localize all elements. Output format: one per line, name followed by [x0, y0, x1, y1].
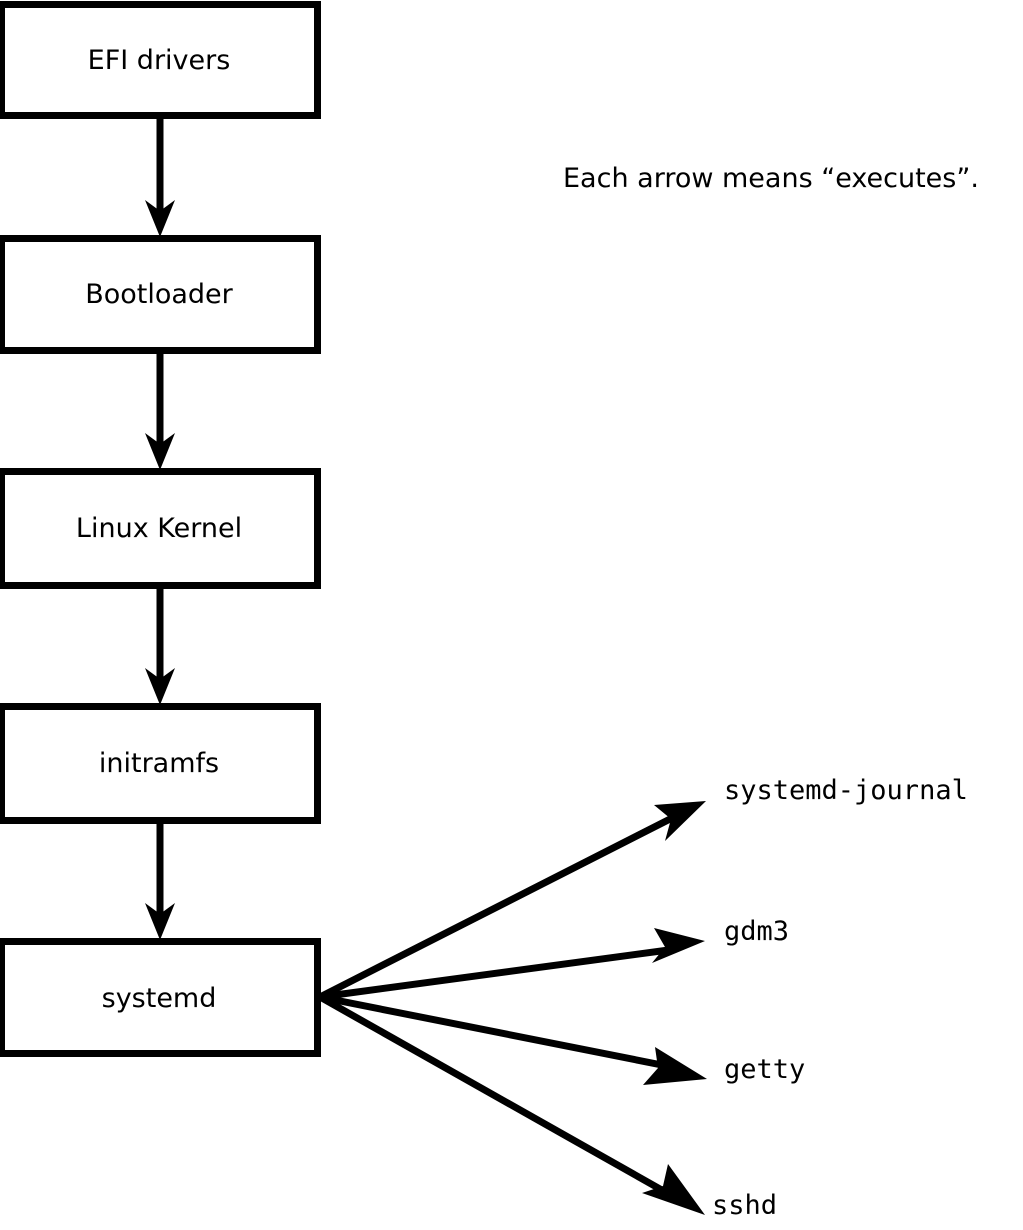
box-initramfs[interactable] — [0, 703, 321, 824]
boot-chain-boxes — [0, 1, 321, 1057]
box-bootloader[interactable] — [0, 235, 321, 354]
chain-arrows — [145, 117, 175, 940]
arrow-bootloader-to-kernel — [145, 352, 175, 470]
service-label-gdm3: gdm3 — [724, 916, 790, 947]
arrow-systemd-to-systemd-journal — [318, 801, 706, 1001]
box-label-initramfs: initramfs — [98, 748, 220, 779]
arrow-initramfs-to-systemd — [145, 822, 175, 940]
arrow-efi-to-bootloader — [145, 117, 175, 237]
box-label-linux-kernel: Linux Kernel — [75, 513, 243, 544]
box-label-bootloader: Bootloader — [85, 279, 233, 310]
box-label-systemd: systemd — [101, 983, 217, 1014]
arrow-systemd-to-sshd — [318, 993, 705, 1215]
box-efi-drivers[interactable] — [0, 1, 321, 119]
service-label-sshd: sshd — [712, 1190, 778, 1221]
arrow-meaning-annotation: Each arrow means “executes”. — [563, 163, 979, 194]
service-arrows — [318, 801, 707, 1215]
service-label-systemd-journal: systemd-journal — [724, 775, 968, 806]
box-systemd[interactable] — [0, 938, 321, 1057]
arrow-kernel-to-initramfs — [145, 587, 175, 705]
arrow-systemd-to-getty — [319, 993, 707, 1085]
service-label-getty: getty — [724, 1054, 806, 1085]
box-label-efi-drivers: EFI drivers — [87, 45, 231, 76]
box-linux-kernel[interactable] — [0, 468, 321, 589]
arrow-systemd-to-gdm3 — [319, 928, 705, 1001]
